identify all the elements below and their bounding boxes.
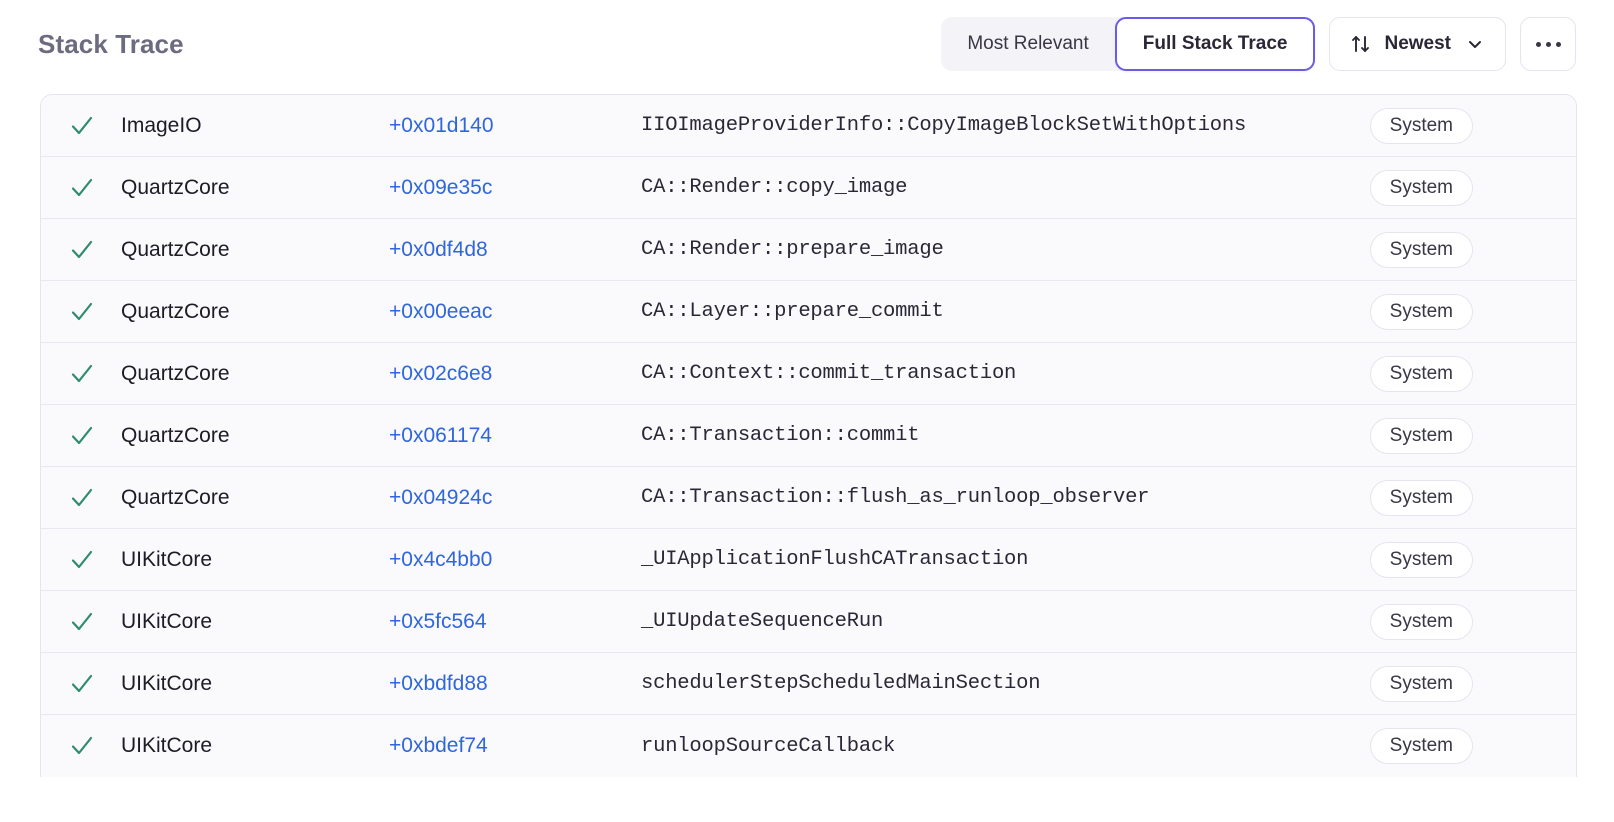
table-row[interactable]: QuartzCore +0x04924c CA::Transaction::flus… (41, 467, 1576, 529)
table-row[interactable]: UIKitCore +0x5fc564 _UIUpdateSequenceRun Sy… (41, 591, 1576, 653)
frame-origin-cell: System (1341, 665, 1473, 702)
frame-origin-cell: System (1341, 479, 1473, 516)
status-badge: System (1369, 603, 1473, 640)
frame-origin-cell: System (1341, 355, 1473, 392)
frame-package: UIKitCore (121, 547, 213, 571)
view-mode-segmented-control[interactable]: Most Relevant Full Stack Trace (941, 17, 1316, 71)
table-row[interactable]: UIKitCore +0x4c4bb0 _UIApplicationFlushCAT… (41, 529, 1576, 591)
table-row[interactable]: QuartzCore +0x00eeac CA::Layer::prepare_co… (41, 281, 1576, 343)
frame-symbol: CA::Context::commit_transaction (641, 362, 1017, 385)
frame-symbol: runloopSourceCallback (641, 734, 896, 758)
frame-offset-link[interactable]: +0x061174 (389, 423, 492, 447)
frame-included-check-icon[interactable] (69, 299, 121, 325)
frame-symbol: _UIUpdateSequenceRun (641, 610, 884, 633)
ellipsis-icon (1535, 41, 1541, 47)
table-row[interactable]: QuartzCore +0x0df4d8 CA::Render::prepare_i… (41, 219, 1576, 281)
frame-origin-cell: System (1341, 728, 1473, 764)
tab-most-relevant[interactable]: Most Relevant (967, 33, 1089, 54)
table-row[interactable]: UIKitCore +0xbdef74 runloopSourceCallback S… (41, 715, 1576, 777)
frame-symbol: schedulerStepScheduledMainSection (641, 672, 1041, 695)
ellipsis-icon (1545, 41, 1551, 47)
status-badge: System (1369, 293, 1473, 330)
frame-symbol: CA::Layer::prepare_commit (641, 300, 944, 323)
frame-offset-link[interactable]: +0x04924c (389, 485, 493, 509)
frame-package: QuartzCore (121, 423, 230, 447)
frame-origin-cell: System (1341, 169, 1473, 206)
sort-updown-icon (1350, 33, 1372, 55)
frame-origin-cell: System (1341, 231, 1473, 268)
frame-package: UIKitCore (121, 609, 213, 633)
frame-origin-cell: System (1341, 107, 1473, 144)
frame-origin-cell: System (1341, 603, 1473, 640)
status-badge: System (1369, 417, 1473, 454)
more-options-button[interactable] (1520, 17, 1576, 71)
frame-symbol: CA::Transaction::flush_as_runloop_observ… (641, 486, 1150, 509)
status-badge: System (1369, 665, 1473, 702)
frame-offset-link[interactable]: +0x0df4d8 (389, 237, 488, 261)
frame-origin-cell: System (1341, 417, 1473, 454)
frame-included-check-icon[interactable] (69, 485, 121, 511)
sort-button[interactable]: Newest (1329, 17, 1506, 71)
status-badge: System (1369, 728, 1473, 764)
frame-symbol: CA::Render::copy_image (641, 176, 908, 199)
chevron-down-icon (1465, 34, 1485, 54)
frame-package: QuartzCore (121, 361, 230, 385)
frame-symbol: CA::Render::prepare_image (641, 238, 944, 261)
frame-symbol: CA::Transaction::commit (641, 424, 920, 447)
frame-offset-link[interactable]: +0x02c6e8 (389, 361, 493, 385)
status-badge: System (1369, 355, 1473, 392)
frame-offset-link[interactable]: +0x01d140 (389, 113, 494, 137)
status-badge: System (1369, 107, 1473, 144)
status-badge: System (1369, 169, 1473, 206)
frame-offset-link[interactable]: +0xbdef74 (389, 734, 488, 757)
tab-full-stack-trace[interactable]: Full Stack Trace (1114, 17, 1316, 71)
frame-symbol: IIOImageProviderInfo::CopyImageBlockSetW… (641, 114, 1247, 137)
frame-offset-link[interactable]: +0x00eeac (389, 299, 493, 323)
table-row[interactable]: ImageIO +0x01d140 IIOImageProviderInfo::Co… (41, 95, 1576, 157)
frame-package: UIKitCore (121, 734, 213, 757)
frame-offset-link[interactable]: +0x4c4bb0 (389, 547, 493, 571)
frame-included-check-icon[interactable] (69, 423, 121, 449)
table-row[interactable]: QuartzCore +0x09e35c CA::Render::copy_imag… (41, 157, 1576, 219)
frame-included-check-icon[interactable] (69, 361, 121, 387)
frame-package: QuartzCore (121, 485, 230, 509)
frame-symbol: _UIApplicationFlushCATransaction (641, 548, 1029, 571)
frame-origin-cell: System (1341, 541, 1473, 578)
frame-included-check-icon[interactable] (69, 609, 121, 635)
frame-package: UIKitCore (121, 671, 213, 695)
sort-label: Newest (1384, 33, 1451, 54)
frame-offset-link[interactable]: +0x5fc564 (389, 609, 487, 633)
table-row[interactable]: UIKitCore +0xbdfd88 schedulerStepScheduled… (41, 653, 1576, 715)
table-row[interactable]: QuartzCore +0x061174 CA::Transaction::comm… (41, 405, 1576, 467)
status-badge: System (1369, 231, 1473, 268)
frame-included-check-icon[interactable] (69, 733, 121, 759)
header-controls: Most Relevant Full Stack Trace Newest (941, 17, 1576, 71)
table-row[interactable]: QuartzCore +0x02c6e8 CA::Context::commit_t… (41, 343, 1576, 405)
panel-header: Stack Trace Most Relevant Full Stack Tra… (0, 0, 1614, 88)
page-title: Stack Trace (38, 28, 184, 59)
frame-included-check-icon[interactable] (69, 671, 121, 697)
frame-package: ImageIO (121, 113, 202, 137)
frame-included-check-icon[interactable] (69, 547, 121, 573)
frame-package: QuartzCore (121, 175, 230, 199)
status-badge: System (1369, 541, 1473, 578)
frame-included-check-icon[interactable] (69, 175, 121, 201)
stack-trace-table: ImageIO +0x01d140 IIOImageProviderInfo::Co… (40, 94, 1577, 777)
frame-included-check-icon[interactable] (69, 113, 121, 139)
frame-package: QuartzCore (121, 237, 230, 261)
frame-included-check-icon[interactable] (69, 237, 121, 263)
status-badge: System (1369, 479, 1473, 516)
frame-package: QuartzCore (121, 299, 230, 323)
ellipsis-icon (1555, 41, 1561, 47)
frame-origin-cell: System (1341, 293, 1473, 330)
frame-offset-link[interactable]: +0x09e35c (389, 175, 493, 199)
frame-offset-link[interactable]: +0xbdfd88 (389, 671, 488, 695)
